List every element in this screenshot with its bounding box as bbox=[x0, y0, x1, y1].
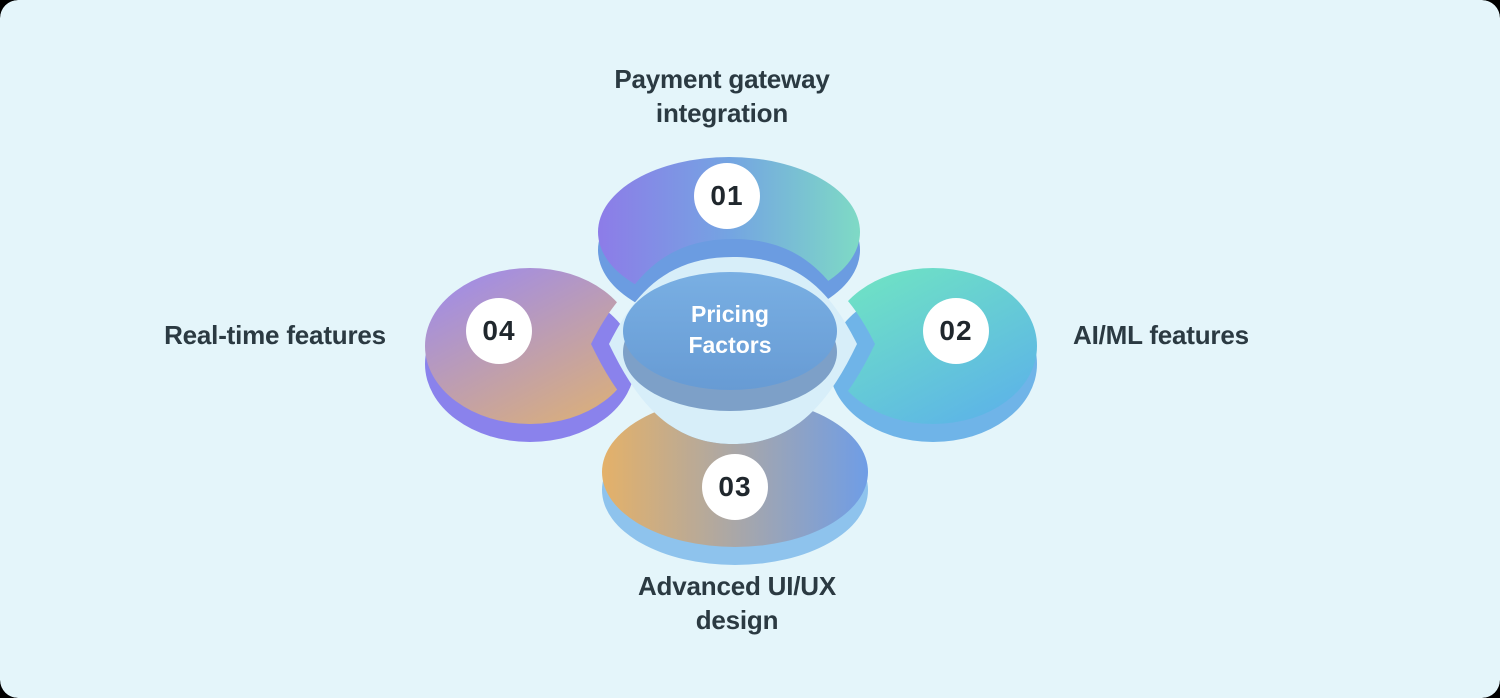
label-advanced-ui-ux-design: Advanced UI/UX design bbox=[637, 571, 837, 635]
badge-step-04: 04 bbox=[466, 298, 532, 364]
petal-top-surface bbox=[598, 157, 860, 307]
label-ai-ml-features: AI/ML features bbox=[1073, 320, 1249, 350]
label-real-time-features: Real-time features bbox=[164, 320, 386, 350]
label-payment-gateway-integration: Payment gateway integration bbox=[614, 64, 830, 128]
badge-step-02: 02 bbox=[923, 298, 989, 364]
center-title: Pricing Factors bbox=[688, 301, 772, 358]
petal-left-surface bbox=[425, 268, 635, 424]
center-cylinder-top bbox=[623, 272, 837, 390]
badge-step-01: 01 bbox=[694, 163, 760, 229]
badge-step-03: 03 bbox=[702, 454, 768, 520]
